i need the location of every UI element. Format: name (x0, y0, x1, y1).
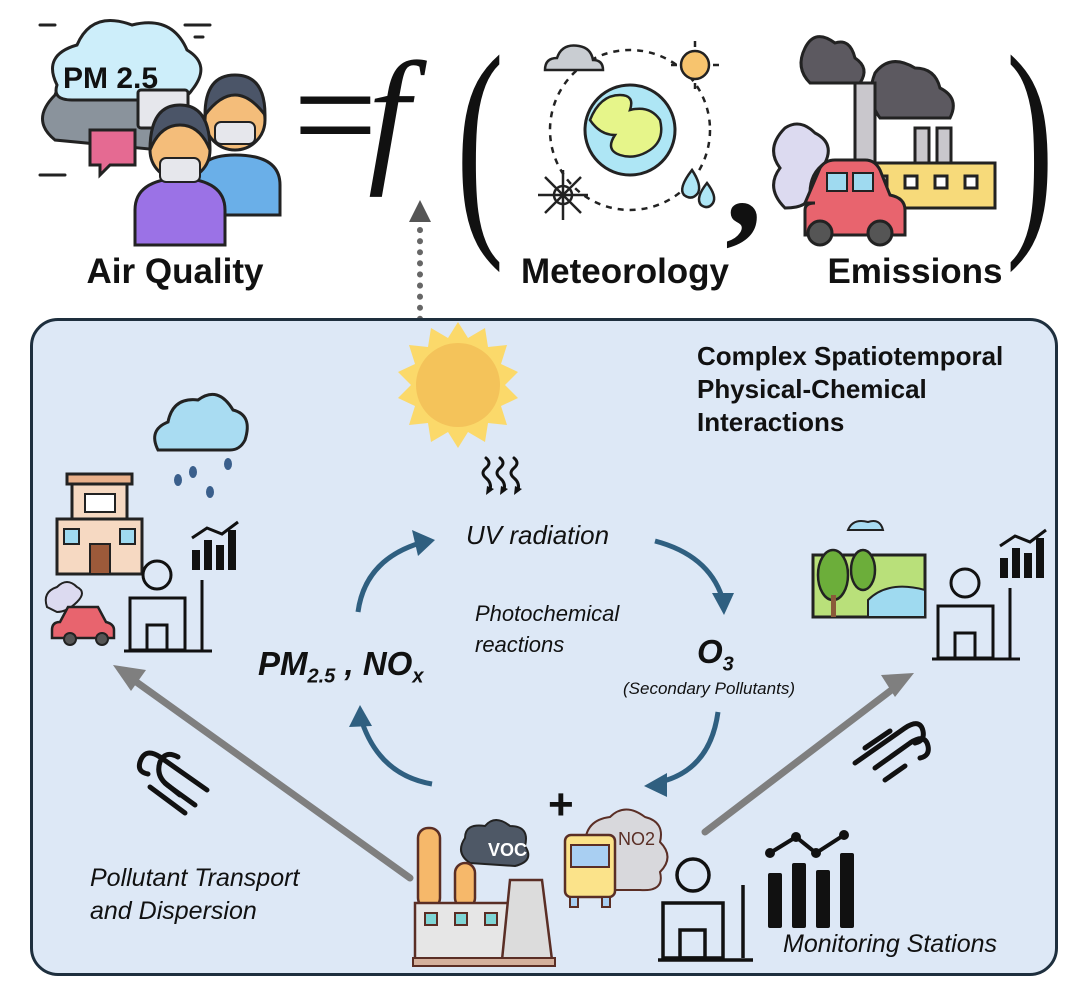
landscape-icon (811, 520, 927, 619)
transport-arrow-left (124, 672, 414, 882)
school-building-icon (55, 472, 144, 576)
separator-text: , (335, 645, 363, 682)
cycle-arrow-ozone-to-sources (659, 711, 721, 785)
emissions-icon (772, 35, 997, 247)
sun-icon (398, 322, 518, 448)
transport-arrowhead-left (113, 665, 146, 691)
monitoring-station-icon-right (932, 528, 1047, 661)
dotted-up-arrow (409, 200, 431, 325)
panel-title: Complex Spatiotemporal Physical-Chemical… (697, 340, 1003, 439)
factory-voc-icon: VOC (412, 819, 556, 967)
open-paren: ( (455, 7, 504, 273)
monitoring-stations-label: Monitoring Stations (783, 930, 998, 958)
ozone-text: O (697, 633, 723, 670)
wind-icon-left (136, 750, 210, 816)
voc-text: VOC (488, 840, 527, 860)
transport-arrowhead-right (881, 673, 914, 697)
pm-text: PM (258, 645, 308, 682)
nox-subscript: x (412, 665, 424, 688)
transport-arrow-right (701, 681, 902, 836)
transport-line-2: and Dispersion (90, 897, 257, 925)
cycle-arrow-primary-to-uv (355, 540, 421, 613)
bus-no2-icon: NO2 (563, 808, 669, 908)
meteorology-label: Meteorology (520, 252, 730, 291)
photochemical-line-1: Photochemical (475, 601, 620, 626)
air-quality-label: Air Quality (86, 252, 264, 291)
plus-sign: + (548, 780, 574, 829)
secondary-pollutants-note: (Secondary Pollutants) (623, 679, 795, 698)
panel-title-line-2: Physical-Chemical (697, 374, 927, 404)
photochemical-line-2: reactions (475, 632, 565, 657)
primary-pollutants-label: PM2.5 , NOx (258, 645, 423, 689)
ozone-label: O3 (697, 633, 734, 677)
close-paren: ) (1005, 7, 1054, 273)
ozone-subscript: 3 (722, 653, 734, 676)
uv-rays-icon (481, 456, 522, 495)
transport-line-1: Pollutant Transport (90, 864, 300, 892)
uv-radiation-label: UV radiation (466, 520, 610, 550)
function-symbol: f (368, 32, 410, 198)
pm-subscript: 2.5 (307, 665, 336, 688)
wind-icon-right (852, 721, 931, 783)
monitoring-station-icon-left (124, 520, 239, 653)
emissions-label: Emissions (827, 252, 1003, 291)
transport-label: Pollutant Transport and Dispersion (90, 862, 299, 928)
cycle-arrowhead-2 (712, 593, 734, 615)
cycle-arrow-sources-to-primary (359, 721, 433, 787)
comma: , (725, 92, 763, 258)
monitoring-station-icon-bottom (658, 830, 854, 962)
air-quality-icon: PM 2.5 (38, 19, 282, 247)
cycle-arrowhead-3 (644, 773, 667, 797)
meteorology-icon (538, 41, 719, 220)
no2-text: NO2 (618, 829, 655, 849)
rain-cloud-icon (153, 392, 249, 498)
nox-text: NO (362, 645, 413, 682)
panel-title-line-3: Interactions (697, 407, 845, 437)
photochemical-label: Photochemical reactions (475, 598, 619, 660)
panel-title-line-1: Complex Spatiotemporal (697, 341, 1004, 371)
equals-sign: = (293, 32, 378, 198)
car-exhaust-icon (44, 581, 116, 646)
cycle-arrowhead-1 (412, 530, 435, 556)
cycle-arrowhead-4 (349, 705, 372, 727)
cycle-arrow-uv-to-ozone (654, 538, 725, 598)
